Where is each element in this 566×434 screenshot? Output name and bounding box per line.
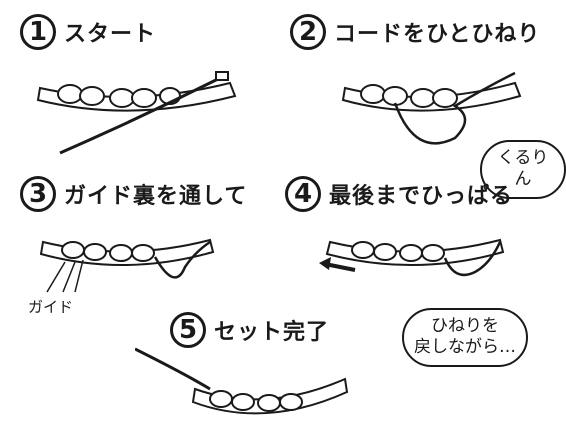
step-4-header: 4 最後までひっぱる [285,176,513,212]
step-1-illustration [36,71,237,155]
step-number: 4 [285,176,321,212]
step-title: ガイド裏を通して [64,184,248,209]
twist-bubble: くるりん [480,140,566,199]
untwist-line-2: 戻しながら… [414,337,516,358]
step-number: 5 [170,312,206,348]
step-2-header: 2 コードをひとひねり [290,14,540,50]
pull-arrow-icon [324,262,356,272]
step-3-header: 3 ガイド裏を通して [20,176,247,212]
step-5-illustration [135,347,349,415]
step-title: セット完了 [214,320,330,345]
untwist-bubble: ひねりを 戻しながら… [402,308,528,367]
step-number: 1 [20,14,56,50]
step-3-illustration [39,238,215,293]
step-2-illustration [341,71,522,145]
step-title: スタート [64,22,157,47]
step-title: コードをひとひねり [334,22,541,47]
guide-label: ガイド [28,298,74,316]
step-1-header: 1 スタート [20,14,156,50]
step-number: 2 [290,14,326,50]
untwist-line-1: ひねりを [431,316,499,336]
step-title: 最後までひっぱる [329,184,514,209]
step-5-header: 5 セット完了 [170,312,329,348]
step-number: 3 [20,176,56,212]
step-4-illustration [319,238,505,277]
